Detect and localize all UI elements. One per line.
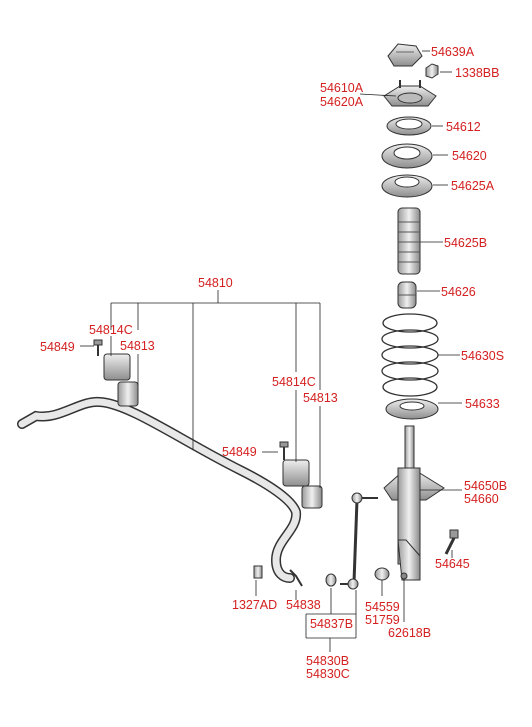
label-54814C-right: 54814C xyxy=(272,375,316,389)
part-stabilizer-bar xyxy=(17,396,302,583)
label-54838: 54838 xyxy=(286,598,321,612)
label-62618B: 62618B xyxy=(388,626,431,640)
part-labels: 54639A 1338BB 54610A 54620A 54612 54620 … xyxy=(40,45,507,681)
part-washer-54559 xyxy=(374,567,390,581)
label-54849-right: 54849 xyxy=(222,445,257,459)
label-54830C: 54830C xyxy=(306,667,350,681)
label-54620A: 54620A xyxy=(320,95,364,109)
part-strut xyxy=(383,425,445,581)
part-nut-62618B xyxy=(400,572,408,580)
part-spring-pad xyxy=(381,174,433,198)
part-nut xyxy=(425,63,439,79)
part-bracket-left xyxy=(93,339,139,407)
label-54633: 54633 xyxy=(465,397,500,411)
label-1327AD: 1327AD xyxy=(232,598,277,612)
label-54813-left: 54813 xyxy=(120,339,155,353)
part-bump-stopper xyxy=(397,281,417,309)
label-54849-left: 54849 xyxy=(40,340,75,354)
label-54626: 54626 xyxy=(441,285,476,299)
label-54810: 54810 xyxy=(198,276,233,290)
part-bearing xyxy=(386,116,432,136)
part-bolt-54645 xyxy=(444,529,459,555)
leader-lines xyxy=(80,50,462,652)
label-51759: 51759 xyxy=(365,613,400,627)
label-54660: 54660 xyxy=(464,492,499,506)
part-coil-spring xyxy=(381,313,439,397)
part-bolt-1327AD xyxy=(253,565,263,579)
label-54837B: 54837B xyxy=(310,617,353,631)
part-dust-cover xyxy=(397,207,421,275)
part-lower-pad xyxy=(385,398,439,420)
label-54610A: 54610A xyxy=(320,81,364,95)
part-cap xyxy=(387,43,423,67)
label-54813-right: 54813 xyxy=(303,391,338,405)
label-54830B: 54830B xyxy=(306,654,349,668)
label-54625B: 54625B xyxy=(444,236,487,250)
label-54814C-left: 54814C xyxy=(89,323,133,337)
part-strut-mount xyxy=(383,80,437,107)
label-54620: 54620 xyxy=(452,149,487,163)
label-54612: 54612 xyxy=(446,120,481,134)
part-bushing-54837B xyxy=(325,573,337,587)
label-54639A: 54639A xyxy=(431,45,475,59)
label-54625A: 54625A xyxy=(451,179,495,193)
part-clip-54838 xyxy=(289,569,303,587)
part-spring-seat xyxy=(381,143,433,169)
label-1338BB: 1338BB xyxy=(455,66,499,80)
label-54650B: 54650B xyxy=(464,479,507,493)
label-54645: 54645 xyxy=(435,557,470,571)
label-54630S: 54630S xyxy=(461,349,504,363)
label-54559: 54559 xyxy=(365,600,400,614)
part-stabilizer-link xyxy=(340,492,378,590)
